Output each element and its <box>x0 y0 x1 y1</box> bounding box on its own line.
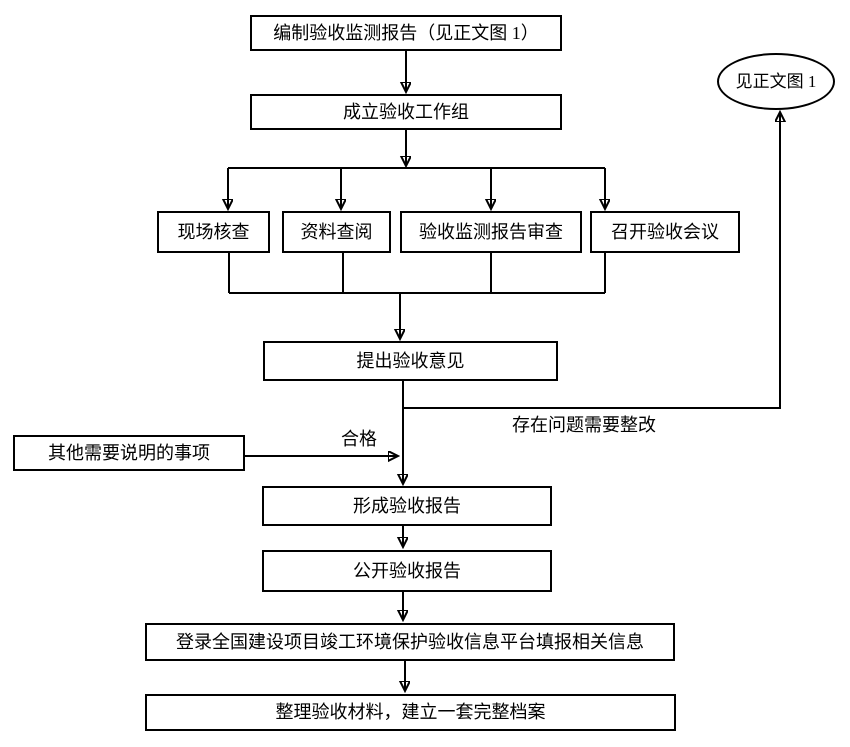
node-site-verification: 现场核查 <box>157 211 270 253</box>
node-see-main-figure: 见正文图 1 <box>717 53 835 110</box>
node-publish-report: 公开验收报告 <box>262 550 552 592</box>
edge-feedback-to-figure <box>403 112 780 409</box>
node-propose-opinions: 提出验收意见 <box>263 341 558 381</box>
node-setup-workgroup: 成立验收工作组 <box>250 94 562 130</box>
node-acceptance-meeting: 召开验收会议 <box>590 211 740 253</box>
node-platform-filing: 登录全国建设项目竣工环境保护验收信息平台填报相关信息 <box>145 623 675 661</box>
node-monitor-report-review: 验收监测报告审查 <box>400 211 582 253</box>
node-document-review: 资料查阅 <box>282 211 391 253</box>
edge-label-qualified: 合格 <box>341 429 377 449</box>
edge-label-needs-rectification: 存在问题需要整改 <box>512 415 656 435</box>
node-other-matters: 其他需要说明的事项 <box>13 435 245 471</box>
node-prepare-report: 编制验收监测报告（见正文图 1） <box>250 15 562 51</box>
node-form-report: 形成验收报告 <box>262 486 552 526</box>
node-archive: 整理验收材料，建立一套完整档案 <box>145 694 676 731</box>
